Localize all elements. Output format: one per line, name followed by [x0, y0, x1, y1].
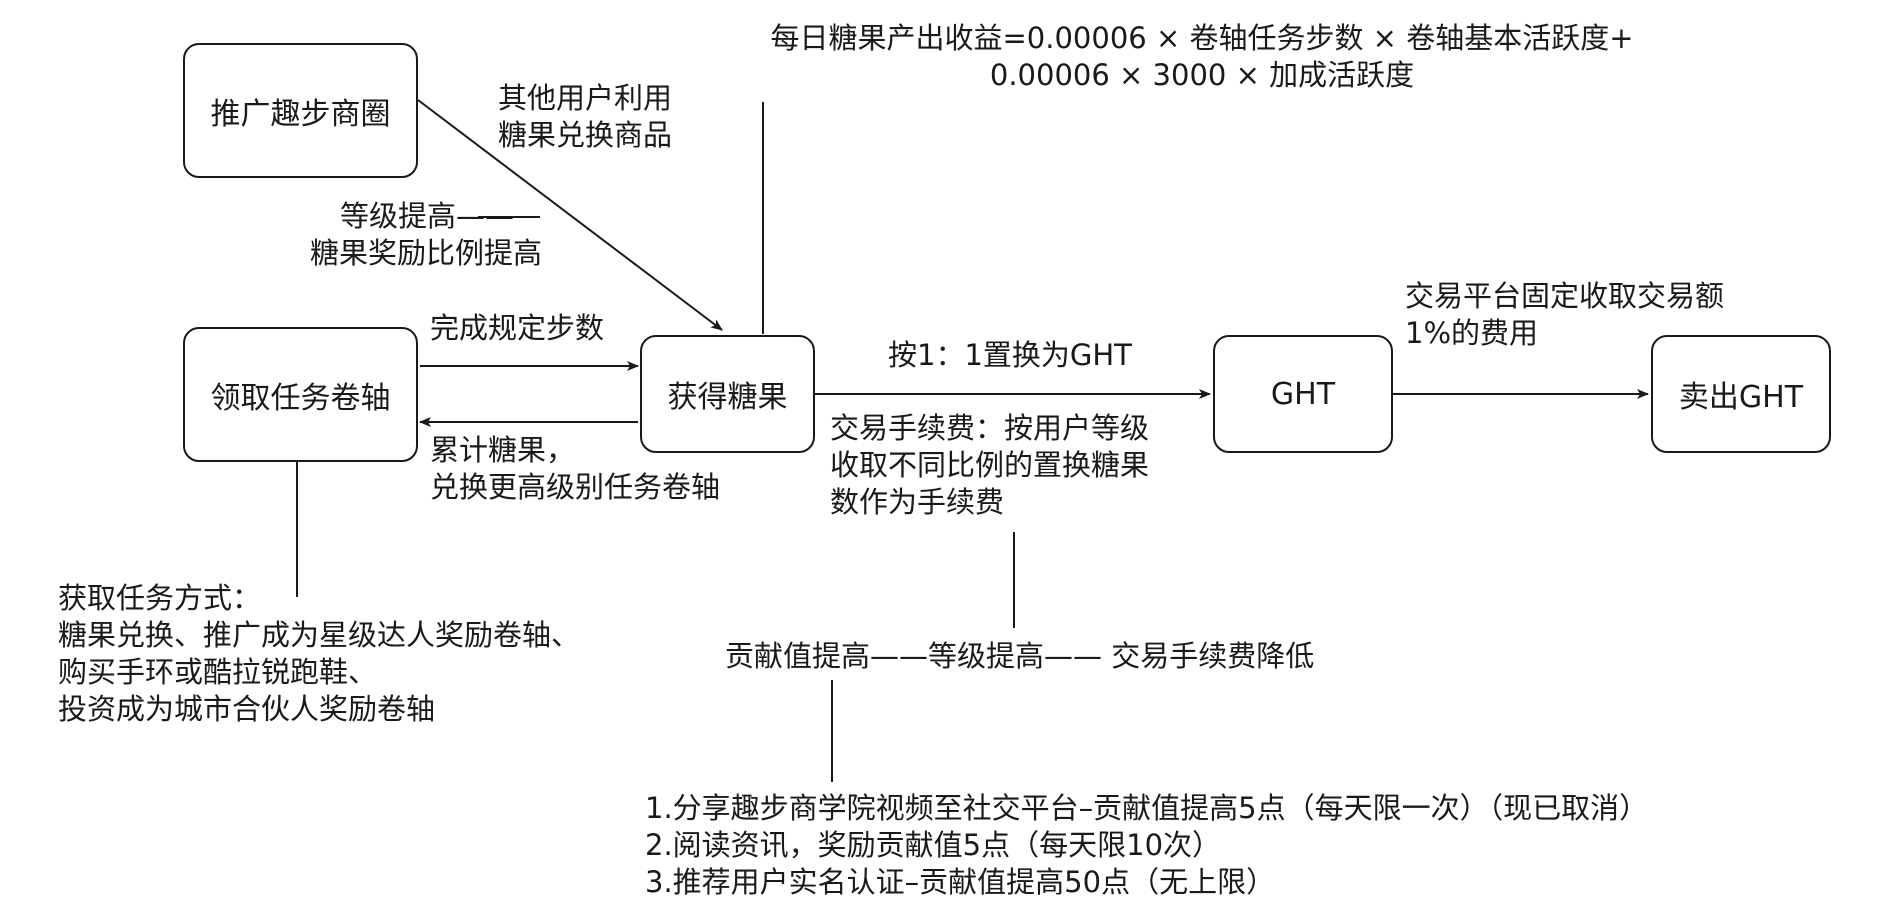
accumulate-line: 累计糖果，: [430, 433, 576, 467]
task-methods-label: 获取任务方式： 糖果兑换、推广成为星级达人奖励卷轴、 购买手环或酷拉锐跑鞋、 投…: [58, 580, 580, 728]
formula-line: 每日糖果产出收益=0.00006 × 卷轴任务步数 × 卷轴基本活跃度+: [770, 21, 1634, 55]
task-methods-line: 投资成为城市合伙人奖励卷轴: [58, 692, 436, 726]
platform-fee-line: 交易平台固定收取交易额: [1405, 279, 1725, 313]
node-candy: 获得糖果: [640, 335, 815, 453]
level-up-line: 等级提高——: [340, 199, 515, 233]
other-users-line: 其他用户利用: [498, 81, 673, 115]
task-methods-line: 购买手环或酷拉锐跑鞋、: [58, 655, 378, 689]
formula-line: 0.00006 × 3000 × 加成活跃度: [989, 58, 1415, 92]
contribution-rule-item: 1.分享趣步商学院视频至社交平台–贡献值提高5点（每天限一次）（现已取消）: [645, 791, 1649, 825]
level-up-line: 糖果奖励比例提高: [310, 236, 543, 270]
contribution-rule-item: 2.阅读资讯，奖励贡献值5点（每天限10次）: [645, 828, 1222, 862]
other-users-line: 糖果兑换商品: [498, 118, 673, 152]
platform-fee-label: 交易平台固定收取交易额 1%的费用: [1405, 278, 1724, 352]
exchange-rate-label: 按1：1置换为GHT: [888, 338, 1132, 372]
node-scroll: 领取任务卷轴: [183, 327, 418, 462]
arrow-promote-to-candy: [417, 99, 723, 331]
node-ght: GHT: [1213, 335, 1393, 453]
fee-rule-line: 交易手续费：按用户等级: [830, 411, 1150, 445]
level-up-label: 等级提高—— 糖果奖励比例提高: [310, 198, 542, 272]
fee-rule-line: 数作为手续费: [830, 485, 1005, 519]
contribution-chain-label: 贡献值提高——等级提高—— 交易手续费降低: [725, 639, 1315, 673]
contribution-rules-label: 1.分享趣步商学院视频至社交平台–贡献值提高5点（每天限一次）（现已取消） 2.…: [645, 790, 1648, 901]
task-methods-line: 糖果兑换、推广成为星级达人奖励卷轴、: [58, 618, 581, 652]
platform-fee-line: 1%的费用: [1405, 316, 1539, 350]
node-sell: 卖出GHT: [1651, 335, 1831, 453]
accumulate-line: 兑换更高级别任务卷轴: [430, 470, 721, 504]
formula-label: 每日糖果产出收益=0.00006 × 卷轴任务步数 × 卷轴基本活跃度+ 0.0…: [712, 20, 1692, 94]
accumulate-label: 累计糖果， 兑换更高级别任务卷轴: [430, 432, 720, 506]
complete-steps-label: 完成规定步数: [430, 311, 605, 345]
fee-rule-label: 交易手续费：按用户等级 收取不同比例的置换糖果 数作为手续费: [830, 410, 1149, 521]
fee-rule-line: 收取不同比例的置换糖果: [830, 448, 1150, 482]
contribution-rule-item: 3.推荐用户实名认证–贡献值提高50点（无上限）: [645, 865, 1276, 899]
node-promote: 推广趣步商圈: [183, 43, 418, 178]
other-users-label: 其他用户利用 糖果兑换商品: [498, 80, 672, 154]
task-methods-line: 获取任务方式：: [58, 581, 262, 615]
